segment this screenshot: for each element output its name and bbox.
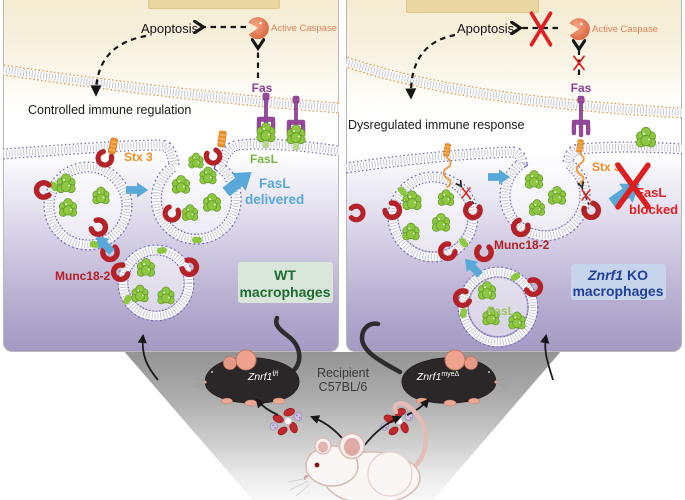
fas-label: Fas [252, 81, 273, 95]
cropped-header-box-left [148, 0, 280, 9]
whiskers [287, 477, 311, 497]
stx3-icon [216, 130, 228, 148]
munc18-2-icon [351, 206, 363, 220]
blocked-cross-icon [573, 55, 585, 71]
munc18-2-icon [205, 149, 222, 165]
to-wt-panel-arrow [137, 333, 159, 381]
active-caspase-icon [248, 17, 269, 40]
recipient-to-cells-arrow [363, 415, 402, 447]
gene-name: Znrf1 [247, 371, 273, 383]
ko-badge [571, 264, 666, 300]
donor-mouse-flox: Znrf1f/f [194, 349, 300, 407]
fasl-stem [263, 138, 269, 148]
fas-label: Fas [571, 81, 592, 95]
immune-caption: Controlled immune regulation [28, 103, 191, 117]
fasl-stem [293, 140, 299, 150]
recipient-label-line2: C57BL/6 [319, 380, 368, 394]
mouse-tail [359, 321, 403, 375]
apoptosis-down-arrow [90, 34, 147, 97]
fasl-cluster-icon [188, 152, 204, 169]
wt-panel: Apoptosis Active Caspase Controlled immu… [3, 17, 339, 316]
mouse-eye [314, 462, 320, 468]
cropped-header-box-right [406, 0, 539, 13]
mouse-tail [274, 315, 302, 377]
apoptosis-down-arrow [405, 33, 456, 100]
stx3-icon [107, 136, 119, 156]
fasl-blocked-label: FasL [636, 185, 666, 200]
mouse-genotype-label: Znrf1f/f [247, 371, 278, 383]
white-mouse-tail [392, 401, 428, 469]
fasl-delivered-label: FasL [259, 176, 291, 191]
gene-name: Znrf1 [416, 371, 442, 383]
target-cell-membrane [346, 62, 683, 113]
gene-superscript: f/f [272, 371, 278, 378]
apoptosis-label: Apoptosis [141, 21, 199, 36]
fasl-delivered-label: delivered [245, 192, 304, 207]
bone-marrow-cells-icon [269, 406, 303, 438]
active-caspase-label: Active Caspase [271, 23, 337, 34]
active-caspase-icon [569, 18, 590, 41]
wt-badge-line1: WT [274, 267, 296, 283]
apoptosis-label: Apoptosis [457, 21, 515, 36]
munc18-2-label: Munc18-2 [494, 238, 550, 252]
mouse-genotype-label: Znrf1myeΔ [416, 371, 460, 383]
recipient-label-line1: Recipient [317, 366, 370, 380]
ko-badge-gene: Znrf1 [587, 267, 623, 283]
munc18-2-label: Munc18-2 [55, 269, 111, 283]
wt-badge-line2: macrophages [239, 284, 330, 300]
ko-badge-line2: macrophages [572, 283, 663, 299]
wt-badge [238, 262, 333, 303]
fusing-vesicle [163, 166, 231, 234]
immune-caption: Dysregulated immune response [348, 118, 525, 132]
fasl-label: FasL [250, 152, 278, 166]
docking-attempt-arrow [582, 187, 590, 206]
gene-superscript: myeΔ [441, 371, 459, 378]
ko-panel: Apoptosis Active Caspase Dysregulated im… [346, 13, 683, 342]
stx3-label: Stx 3 [592, 160, 621, 174]
cells-to-mouse-arrow [255, 398, 279, 416]
munc18-2-icon [477, 247, 491, 259]
fasl-membrane-patch [192, 236, 202, 244]
vesicle-fasl-label: FasL [487, 304, 515, 318]
fasl-cluster-icon [635, 126, 657, 148]
fasl-blocked-label: blocked [629, 202, 678, 217]
cells-to-mouse-arrow [406, 398, 430, 416]
recipient-mouse [287, 401, 428, 500]
docking-attempt-arrow [461, 186, 475, 205]
ko-badge-rest: KO [627, 267, 648, 283]
stx3-label: Stx 3 [124, 150, 153, 164]
donor-mouse-mye: Znrf1myeΔ [401, 349, 507, 407]
to-ko-panel-arrow [540, 333, 554, 381]
active-caspase-label: Active Caspase [592, 24, 658, 35]
transplant-section: Znrf1f/f Znrf1myeΔ Recipient C57BL/6 [137, 315, 554, 500]
